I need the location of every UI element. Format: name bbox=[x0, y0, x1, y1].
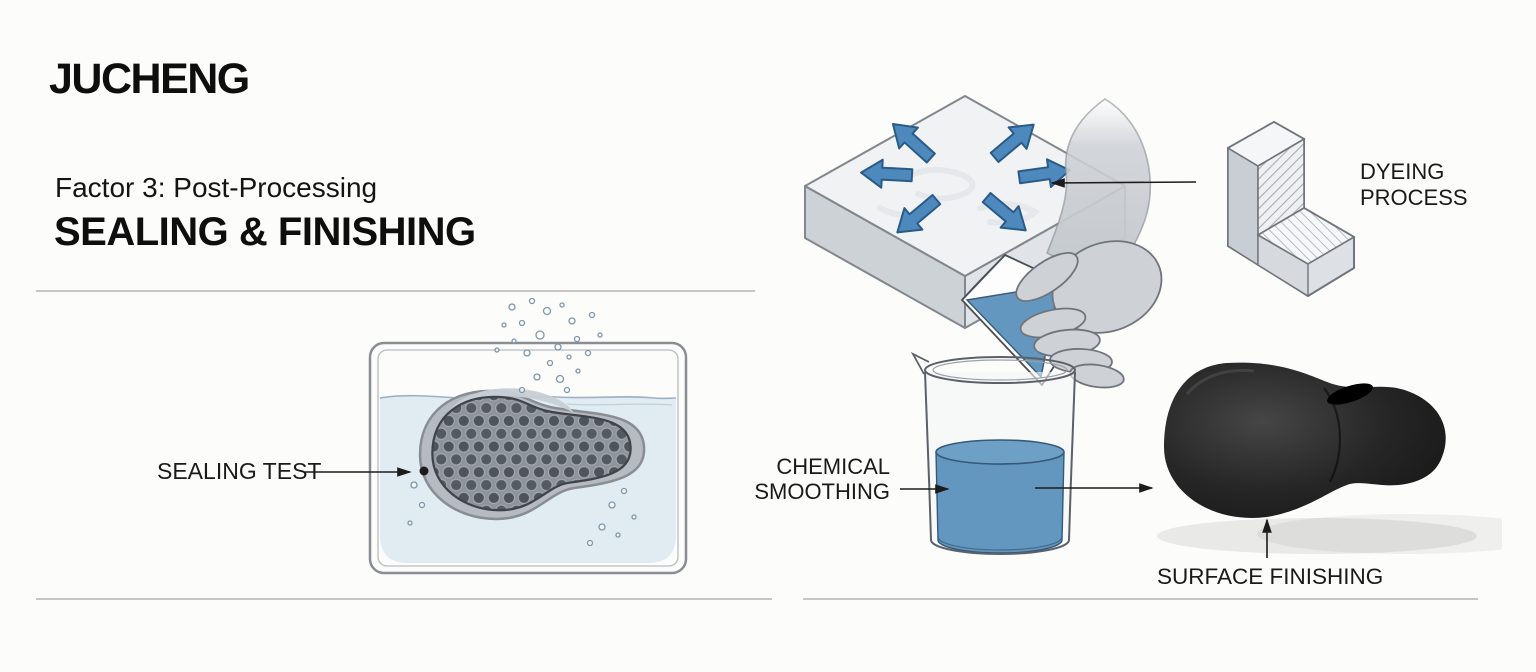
chemical-smoothing-line2: SMOOTHING bbox=[754, 479, 890, 504]
beaker-glass bbox=[910, 352, 1076, 555]
thumb bbox=[1015, 252, 1079, 302]
lattice-part bbox=[418, 388, 646, 521]
dyeing-process-label: DYEING PROCESS bbox=[1360, 159, 1468, 211]
surface-finishing-label: SURFACE FINISHING bbox=[1157, 564, 1384, 589]
vapor-arrows-icon bbox=[860, 122, 1071, 234]
hand bbox=[1015, 240, 1163, 389]
chemical-smoothing-line1: CHEMICAL bbox=[776, 454, 890, 479]
chemical-smoothing-label: CHEMICAL SMOOTHING bbox=[740, 454, 890, 504]
sealing-test-label: SEALING TEST bbox=[157, 458, 322, 484]
water-surface-line bbox=[379, 394, 677, 400]
water-ripple bbox=[566, 403, 673, 406]
brand-logo: JUCHENG bbox=[49, 55, 250, 103]
dyeing-line1: DYEING bbox=[1360, 159, 1445, 184]
part-top-cap bbox=[450, 388, 574, 413]
divider-top-left bbox=[36, 290, 755, 292]
beaker-spout bbox=[910, 352, 930, 375]
beaker-illustration bbox=[910, 352, 1076, 555]
dyeing-block-illustration bbox=[1226, 121, 1356, 298]
pouring-hand-illustration bbox=[960, 98, 1163, 389]
beaker-liquid bbox=[935, 439, 1065, 554]
vapor-plate-illustration bbox=[804, 95, 1126, 329]
slide-kicker: Factor 3: Post-Processing bbox=[55, 172, 378, 203]
dyeing-line2: PROCESS bbox=[1360, 185, 1468, 210]
divider-bottom-left bbox=[36, 598, 772, 600]
part-notch bbox=[1327, 383, 1373, 405]
page-title: SEALING & FINISHING bbox=[54, 210, 476, 254]
hatched-step-face bbox=[1256, 207, 1356, 265]
part-shadow bbox=[1157, 518, 1477, 554]
finished-part-illustration bbox=[1157, 362, 1502, 554]
honeycomb-lattice bbox=[431, 395, 632, 512]
water-tank-illustration bbox=[368, 297, 688, 575]
part-seam bbox=[1323, 387, 1342, 483]
part-body bbox=[1164, 362, 1446, 518]
divider-bottom-right bbox=[803, 598, 1478, 600]
bubbles bbox=[407, 297, 637, 547]
